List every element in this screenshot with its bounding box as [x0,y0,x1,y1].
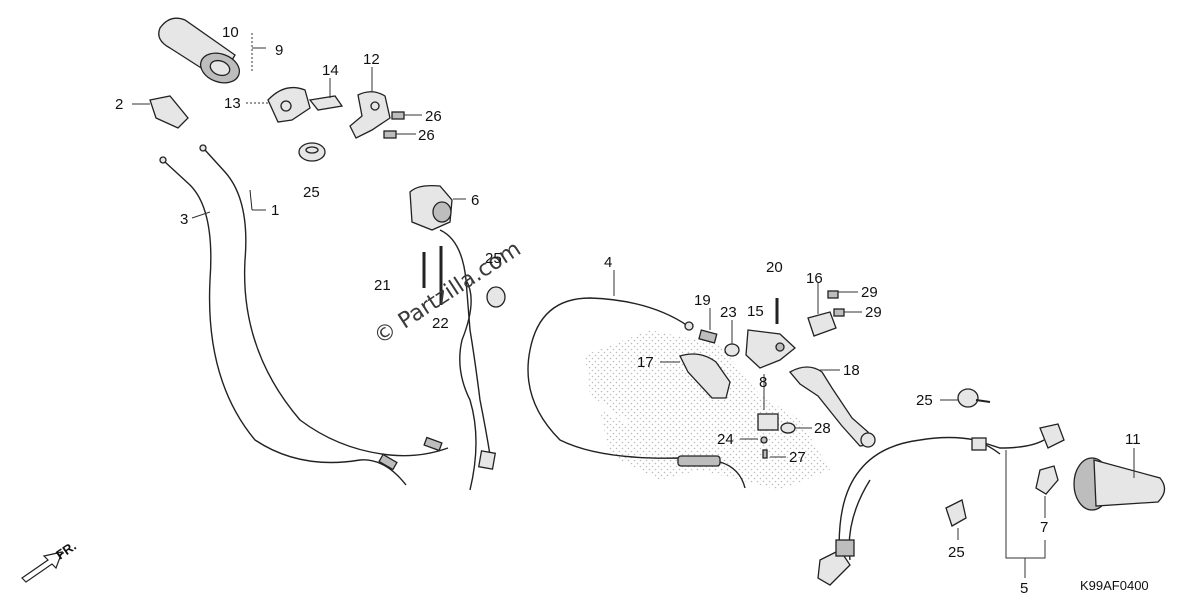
callout-26-upper: 26 [425,108,442,125]
callout-29-lower: 29 [865,304,882,321]
band-25-top [298,142,326,162]
callout-16: 16 [806,270,823,287]
callout-5: 5 [1020,580,1028,597]
front-arrow: FR. [21,538,79,583]
callout-3: 3 [180,211,188,228]
callout-1: 1 [271,202,279,219]
throttle-grip [158,17,241,84]
bolt-19 [698,329,718,344]
callout-25-right: 25 [916,392,933,409]
cover-17 [679,353,731,399]
throttle-cable-3 [159,156,407,486]
pins-21-22 [422,246,443,305]
leader-lines [132,33,1135,578]
callout-18: 18 [843,362,860,379]
callout-11: 11 [1125,431,1141,448]
callout-25-top: 25 [303,184,320,201]
callout-numbers: 10 9 2 13 14 12 26 26 25 3 1 6 25 21 22 … [115,24,1141,597]
callout-26-lower: 26 [418,127,435,144]
housing-13 [267,86,311,123]
band-25-right [957,388,991,408]
callout-17: 17 [637,354,654,371]
throttle-cable-1 [199,144,449,457]
band-25-mid [486,286,506,308]
callout-10: 10 [222,24,239,41]
callout-12: 12 [363,51,380,68]
callout-8: 8 [759,374,767,391]
callout-13: 13 [224,95,241,112]
housing-12 [349,91,391,139]
callout-24: 24 [717,431,734,448]
grip-cap-2 [149,95,189,129]
callout-7: 7 [1040,519,1048,536]
front-arrow-label: FR. [53,538,79,562]
callout-14: 14 [322,62,339,79]
callout-22: 22 [432,315,449,332]
diagram-code: K99AF0400 [1080,578,1149,593]
callout-23: 23 [720,304,737,321]
callout-9: 9 [275,42,283,59]
watermark-background [585,330,830,490]
callout-20: 20 [766,259,783,276]
holder-15 [745,329,796,369]
callout-6: 6 [471,192,479,209]
callout-21: 21 [374,277,391,294]
washer-23 [724,343,740,357]
switch-16 [807,311,837,337]
harness-5 [817,423,1065,586]
grip-11 [1073,457,1166,511]
switch-6 [409,184,497,491]
band-25-bottom [945,499,967,527]
callout-19: 19 [694,292,711,309]
callout-27: 27 [789,449,806,466]
callout-29-upper: 29 [861,284,878,301]
clip-7 [1035,465,1059,495]
callout-25-bottom: 25 [948,544,965,561]
callout-2: 2 [115,96,123,113]
switch-24-28 [757,413,796,459]
callout-4: 4 [604,254,612,271]
callout-15: 15 [747,303,764,320]
callout-25-mid: 25 [485,250,502,267]
cable-4 [527,297,746,489]
callout-28: 28 [814,420,831,437]
lever-18 [788,366,876,448]
clip-14 [308,95,344,111]
